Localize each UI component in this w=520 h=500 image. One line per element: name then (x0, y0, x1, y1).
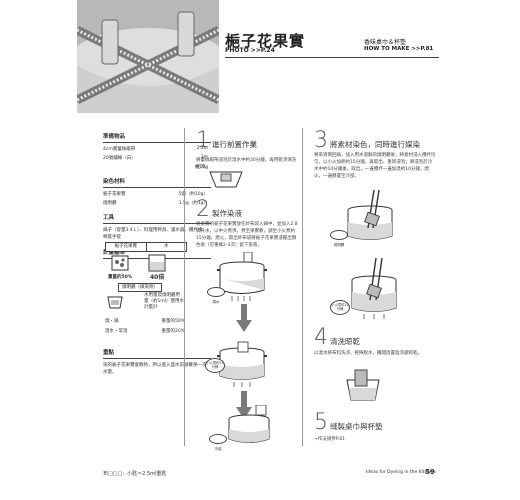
step-2-text: 將果實的梔子花果實放在紗布袋入鍋中，並加入2.8公升水，以中火煮沸，煮至果實軟，… (196, 222, 298, 248)
pot-simmer-icon (214, 340, 270, 394)
simmer-label-2: 小火煮約10分鐘 (330, 300, 350, 315)
step-5-number: 5 (314, 410, 328, 435)
page-title: 梔子花果實 (225, 32, 306, 50)
step-4-number: 4 (314, 325, 328, 350)
notes-title: 重點 (103, 350, 115, 356)
tools-text: 鍋子（容量3.4Ｌ）、料理用秤具、濾水器、攪拌棒、棉質手套 (103, 228, 207, 240)
dye-title: 染色材料 (103, 179, 126, 185)
arrow-down-icon (236, 304, 252, 336)
step-1-number: 1 (196, 128, 210, 153)
table-photo (77, 0, 219, 113)
soak-bowl-icon (208, 169, 244, 193)
alum-label: 燒明礬（媒染劑） (118, 283, 162, 292)
materials-row: 約10g (194, 165, 208, 170)
notes-text: 染的梔子花果實會散熱，所以進入盛水前請確保一次性水量。 (103, 363, 211, 375)
ratio-water-multiplier: 40倍 (150, 274, 165, 281)
step-1-text: 將蕾絲緞帶浸泡於溫水中約30分鐘，再用乾淨清洗乾淨。 (196, 158, 297, 170)
step-3-number: 3 (314, 128, 328, 153)
cool-label: 冷卻 (209, 434, 227, 451)
footer-note: 布□□□：小匙＝2.5ml重匙 (103, 471, 167, 477)
fruit-icon (111, 253, 129, 275)
step-2-number: 2 (196, 197, 210, 222)
step-4-text: 以溫水將布料洗淨，輕擰脫水，攤開放置陰涼處晾乾。 (314, 351, 422, 356)
step-5-title: 縫製桌巾與杯墊 (330, 422, 383, 431)
column-divider (302, 128, 303, 446)
photo-reference: PHOTO >>P.24 (225, 47, 275, 54)
materials-title: 準備物品 (103, 134, 126, 140)
ratio-row: 燒・鍋重量的50% (105, 319, 185, 324)
alum-bag-icon (106, 293, 124, 313)
footer-book-title: Ideas for Dyeing in the Kitchen (366, 470, 436, 475)
ratio-row: 溫水・常溫重量的20% (105, 329, 185, 334)
zero-label: 燒水 (207, 287, 225, 304)
pot-dyeing-icon (340, 189, 400, 254)
arrow-down-icon (236, 391, 252, 423)
materials-row: 20號繡線（白）3m (103, 155, 208, 161)
project-subtitle: 香味桌巾＆杯墊 (364, 39, 407, 46)
step-4-title: 清洗晾乾 (330, 337, 360, 346)
step-3-text: 將染液倒回鍋，加入用水溶解的燒明礬後，將素材浸入攪拌均勻，以小火加熱約15分鐘，… (314, 153, 436, 179)
step-5-text: →作法請參P.81 (314, 437, 345, 442)
ratio-fruit-pct: 重量的50% (108, 275, 133, 280)
page-number: 59 (425, 468, 435, 476)
step-3-title: 將素材染色，同時進行媒染 (330, 140, 420, 149)
ratio-table-header: 梔子花果實 水 (105, 242, 187, 252)
alum-tag: 燒明礬 (330, 230, 348, 247)
how-to-make-reference: HOW TO MAKE >>P.81 (364, 46, 434, 52)
step-1-title: 進行前置作業 (212, 140, 257, 149)
header-rule (225, 57, 439, 58)
water-container-icon (147, 253, 167, 277)
pot-cooling-icon (224, 404, 274, 451)
ratio-title: 計量基準 (103, 250, 126, 256)
alum-note: 水用量及燒明礬用量（約1ml）使用水計量計 (144, 293, 184, 310)
simmer-label: 小火煮約15分鐘 (205, 358, 225, 373)
pot-stirring-icon (344, 257, 404, 326)
rinse-bowl-icon (345, 368, 381, 408)
column-divider (184, 128, 185, 446)
step-2-title: 製作染液 (212, 209, 242, 218)
pot-heating-icon (214, 251, 270, 306)
tools-title: 工具 (103, 215, 115, 221)
notes-section: 重點 染的梔子花果實會散熱，所以進入盛水前請確保一次性水量。 (103, 348, 211, 376)
